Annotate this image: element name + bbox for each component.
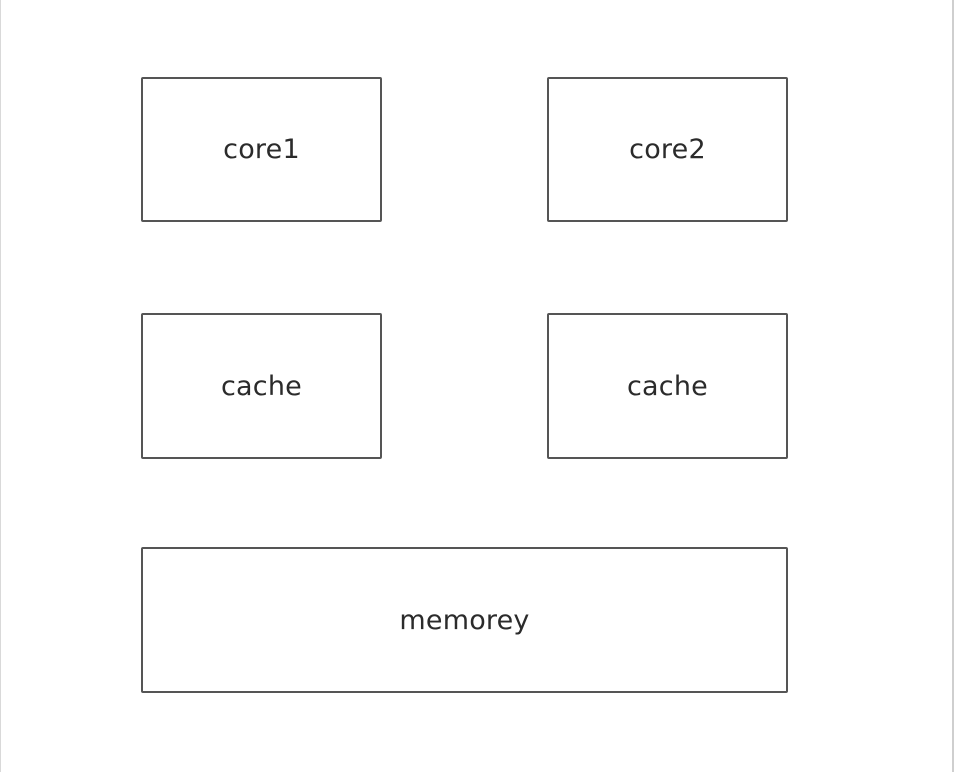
core1-label: core1 [223,134,300,165]
cache2-box: cache [547,313,788,459]
memory-box: memorey [141,547,788,693]
core2-label: core2 [629,134,706,165]
memory-label: memorey [399,604,530,636]
cache2-label: cache [627,370,708,402]
cache1-box: cache [141,313,382,459]
core1-box: core1 [141,77,382,222]
core2-box: core2 [547,77,788,222]
cache1-label: cache [221,370,302,402]
